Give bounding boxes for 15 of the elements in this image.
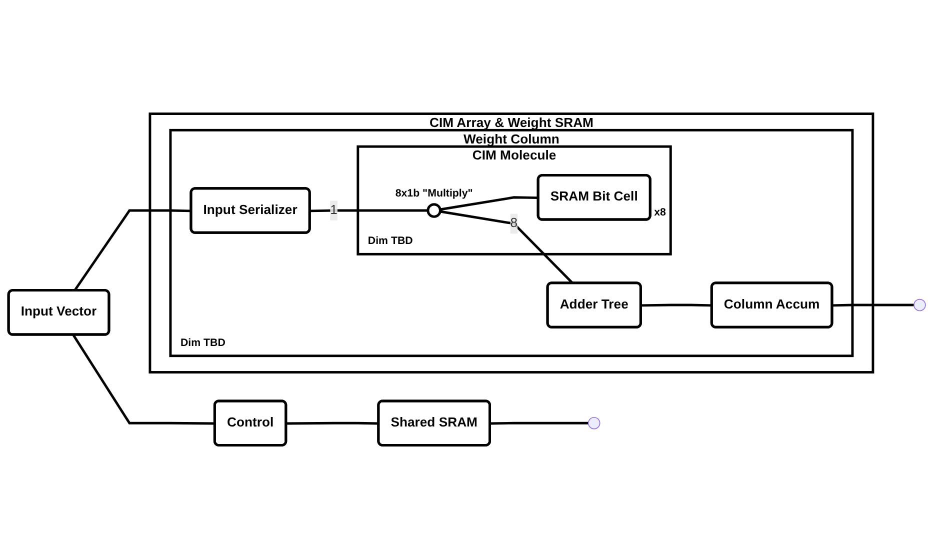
connector	[641, 304, 712, 307]
annotation-text: 8x1b "Multiply"	[395, 187, 473, 200]
annotation-text: Dim TBD	[368, 235, 413, 248]
annotation-text: x8	[654, 206, 666, 219]
connector	[310, 209, 428, 212]
connector	[832, 304, 914, 307]
node-circle	[426, 203, 442, 218]
edge-label: 8	[510, 216, 518, 230]
edge-label: 1	[330, 203, 338, 218]
connector	[286, 422, 379, 425]
connector	[440, 196, 538, 211]
connector	[74, 209, 192, 292]
connector	[72, 334, 216, 425]
connector	[490, 422, 588, 425]
annotation-text: Dim TBD	[180, 336, 226, 349]
